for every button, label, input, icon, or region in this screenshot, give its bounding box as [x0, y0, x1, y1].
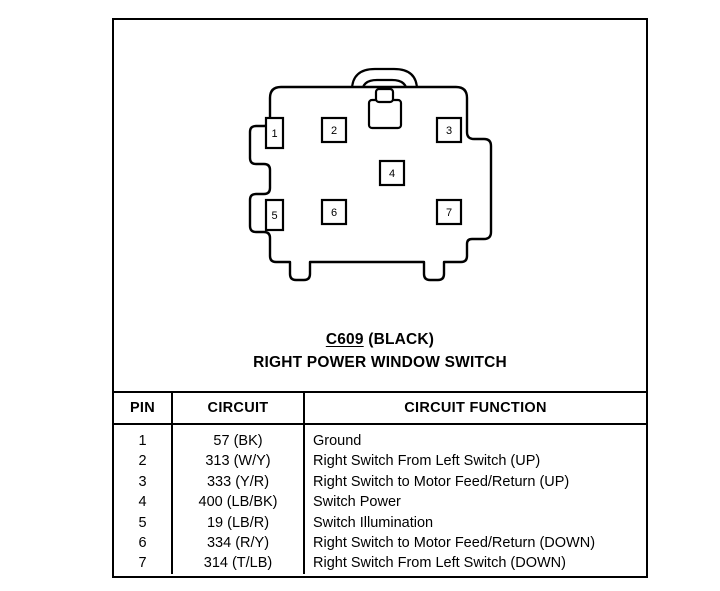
connector-title-block: C609 (BLACK) RIGHT POWER WINDOW SWITCH	[114, 320, 646, 391]
cell-pin: 6	[114, 533, 173, 554]
column-header-circuit: CIRCUIT	[172, 391, 305, 425]
cell-function: Switch Power	[313, 494, 401, 511]
cell-pin: 4	[114, 492, 173, 513]
cell-function: Ground	[313, 433, 362, 449]
table-row: 2 313 (W/Y) Right Switch From Left Switc…	[114, 451, 646, 472]
pin-cavity-label-5: 5	[271, 210, 277, 222]
cell-pin: 5	[114, 512, 173, 534]
cell-pin: 7	[114, 553, 173, 574]
column-header-pin: PIN	[114, 391, 173, 425]
pin-cavity-5	[264, 198, 285, 232]
table-body: 1 57 (BK) Ground 2 313 (W/Y) Right Switc…	[114, 424, 646, 574]
cell-function: Right Switch From Left Switch (DOWN)	[313, 555, 566, 572]
connector-illustration: 1 2 3 4 5 6 7	[114, 20, 646, 320]
diagram-sheet: 1 2 3 4 5 6 7 C609 (BLACK) RIGHT POWER W…	[112, 18, 648, 578]
cell-circuit: 334 (R/Y)	[172, 533, 305, 554]
connector-body	[248, 85, 493, 282]
pin-cavity-4	[378, 159, 406, 187]
pin-cavity-7	[435, 198, 463, 226]
pin-cavity-2	[320, 116, 348, 144]
connector-description: RIGHT POWER WINDOW SWITCH	[253, 354, 507, 371]
cell-pin: 2	[114, 451, 173, 472]
cell-circuit: 333 (Y/R)	[172, 471, 305, 493]
pin-cavity-1	[264, 116, 285, 150]
connector-drawing: 1 2 3 4 5 6 7	[248, 67, 493, 282]
cell-circuit: 57 (BK)	[172, 424, 305, 452]
connector-id-line: C609 (BLACK)	[114, 330, 646, 350]
cell-function: Right Switch From Left Switch (UP)	[313, 453, 541, 470]
table-row: 4 400 (LB/BK) Switch Power	[114, 492, 646, 513]
connector-color: (BLACK)	[368, 331, 435, 348]
table-row: 1 57 (BK) Ground	[114, 424, 646, 452]
connector-id: C609	[325, 331, 364, 348]
cell-circuit: 400 (LB/BK)	[172, 492, 305, 513]
cell-circuit: 314 (T/LB)	[172, 553, 305, 574]
pin-cavity-label-7: 7	[446, 207, 452, 219]
cell-pin: 1	[114, 424, 173, 452]
cell-function: Right Switch to Motor Feed/Return (UP)	[313, 473, 570, 490]
pin-cavity-6	[320, 198, 348, 226]
pin-cavity-label-2: 2	[331, 125, 337, 137]
pin-cavity-label-1: 1	[271, 128, 277, 140]
column-header-function: CIRCUIT FUNCTION	[304, 391, 646, 425]
cell-circuit: 19 (LB/R)	[172, 512, 305, 534]
cell-pin: 3	[114, 471, 173, 493]
table-row: 7 314 (T/LB) Right Switch From Left Swit…	[114, 553, 646, 574]
pin-cavities	[264, 116, 463, 232]
cell-function: Right Switch to Motor Feed/Return (DOWN)	[313, 535, 596, 552]
table-row: 3 333 (Y/R) Right Switch to Motor Feed/R…	[114, 471, 646, 493]
pin-cavity-3	[435, 116, 463, 144]
latch-tab-icon	[367, 87, 403, 130]
pin-cavity-label-6: 6	[331, 207, 337, 219]
cell-function: Switch Illumination	[313, 514, 434, 531]
table-header-row: PIN CIRCUIT CIRCUIT FUNCTION	[114, 391, 646, 425]
cell-circuit: 313 (W/Y)	[172, 451, 305, 472]
pin-cavity-label-4: 4	[389, 168, 395, 180]
pin-cavity-label-3: 3	[446, 125, 452, 137]
table-row: 6 334 (R/Y) Right Switch to Motor Feed/R…	[114, 533, 646, 554]
pin-table: PIN CIRCUIT CIRCUIT FUNCTION 1 57 (BK) G…	[114, 391, 646, 574]
table-row: 5 19 (LB/R) Switch Illumination	[114, 512, 646, 534]
